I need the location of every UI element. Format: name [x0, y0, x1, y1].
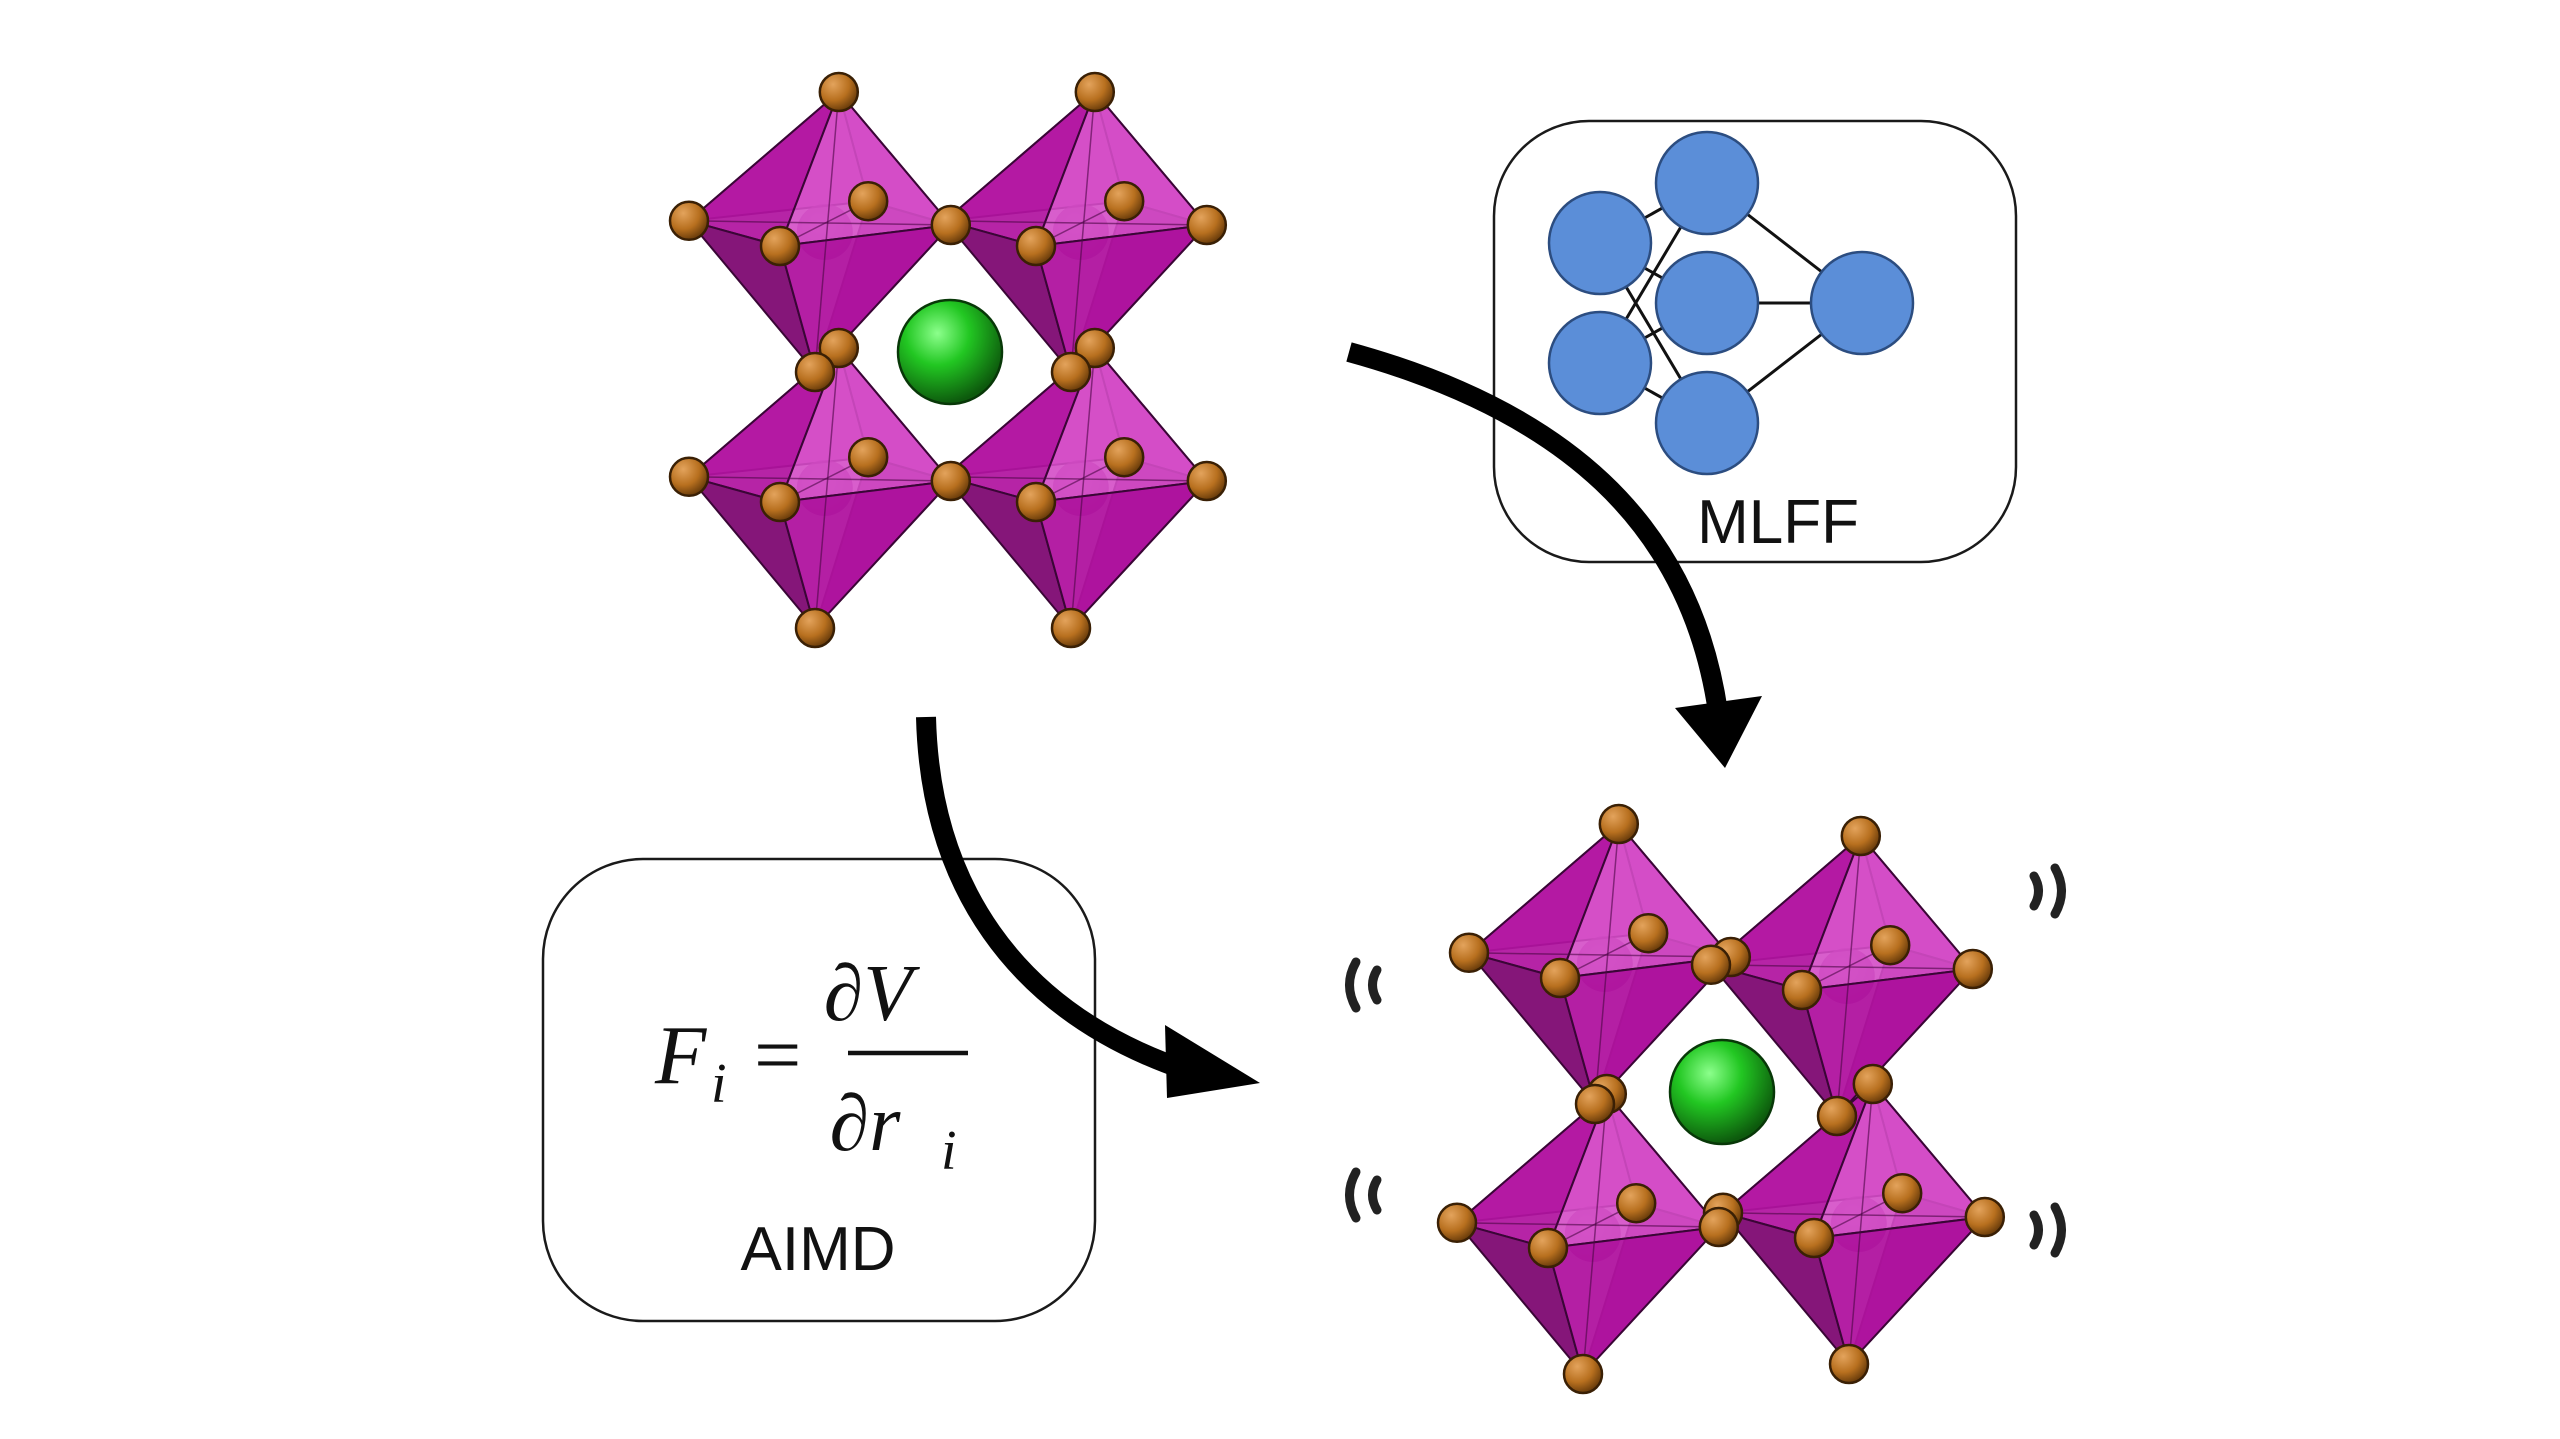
anion-atom — [1015, 481, 1057, 523]
anion-atom — [1186, 204, 1228, 246]
anion-atom — [668, 200, 710, 242]
aimd-path-arrow — [916, 716, 1189, 1080]
anion-atom — [930, 460, 972, 502]
anion-atom — [1698, 1206, 1740, 1248]
anion-atom — [1527, 1227, 1569, 1269]
anion-atom — [1793, 1217, 1835, 1259]
anion-atom — [1690, 944, 1732, 986]
equation-lhs-subscript: i — [711, 1053, 727, 1115]
anion-atom — [1852, 1063, 1894, 1105]
neural-nodes — [1547, 130, 1915, 476]
initial-perovskite-structure — [668, 71, 1228, 649]
anion-atom — [1539, 957, 1581, 999]
vibrating-perovskite-structure — [1436, 803, 2006, 1395]
anion-atom — [794, 351, 836, 393]
anion-atom — [759, 225, 801, 267]
anion-atom — [1781, 969, 1823, 1011]
octahedron — [1456, 1093, 1720, 1375]
anion-atom — [1828, 1343, 1870, 1385]
anion-atom — [1448, 932, 1490, 974]
cation-atom — [896, 298, 1004, 406]
anion-atom — [1627, 912, 1669, 954]
anion-atom — [668, 456, 710, 498]
anion-atom — [1964, 1196, 2006, 1238]
anion-atom — [1574, 1083, 1616, 1125]
hidden-node — [1654, 370, 1760, 476]
hidden-node — [1654, 250, 1760, 356]
anion-atom — [1816, 1095, 1858, 1137]
aimd-label: AIMD — [741, 1215, 896, 1284]
octahedron — [944, 91, 1208, 373]
anion-atom — [1840, 815, 1882, 857]
vibration-icon — [2029, 863, 2066, 919]
input-node — [1547, 310, 1653, 416]
equation-equals: = — [754, 1009, 801, 1102]
anion-atom — [818, 327, 860, 369]
anion-atom — [1436, 1202, 1478, 1244]
anion-atom — [818, 71, 860, 113]
arrowhead-icon — [1675, 696, 1762, 768]
equation-numerator: ∂V — [824, 950, 921, 1038]
hidden-node — [1654, 130, 1760, 236]
anion-atom — [1050, 351, 1092, 393]
anion-atom — [1598, 803, 1640, 845]
force-equation: F i = ∂V ∂r i — [654, 950, 968, 1182]
input-node — [1547, 190, 1653, 296]
anion-atom — [847, 436, 889, 478]
anion-atom — [1869, 924, 1911, 966]
equation-denominator: ∂r — [830, 1080, 902, 1168]
anion-atom — [1186, 460, 1228, 502]
anion-atom — [1881, 1172, 1923, 1214]
anion-atom — [847, 180, 889, 222]
anion-atom — [930, 204, 972, 246]
vibration-icon — [1345, 1167, 1382, 1223]
arrowhead-icon — [1165, 1025, 1260, 1098]
cation-atom — [1668, 1038, 1776, 1146]
mlff-path-arrow — [1346, 342, 1728, 714]
equation-lhs: F — [654, 1009, 708, 1102]
arrows — [916, 342, 1762, 1098]
anion-atom — [1074, 71, 1116, 113]
anion-atom — [1074, 327, 1116, 369]
aimd-panel: F i = ∂V ∂r i AIMD — [541, 857, 1097, 1323]
anion-atom — [1050, 607, 1092, 649]
anion-atom — [1103, 180, 1145, 222]
anion-atom — [1615, 1182, 1657, 1224]
vibration-icon — [1345, 957, 1382, 1013]
vibration-icon — [2029, 1202, 2066, 1258]
anion-atom — [1952, 948, 1994, 990]
output-node — [1809, 250, 1915, 356]
vibration-marks-group — [1345, 863, 2066, 1258]
anion-atom — [794, 607, 836, 649]
aimd-box — [541, 857, 1097, 1323]
mlff-panel: MLFF — [1492, 119, 2018, 564]
mlff-label: MLFF — [1697, 488, 1859, 557]
equation-denominator-subscript: i — [941, 1120, 957, 1182]
anion-atom — [759, 481, 801, 523]
anion-atom — [1103, 436, 1145, 478]
anion-atom — [1562, 1353, 1604, 1395]
anion-atom — [1015, 225, 1057, 267]
